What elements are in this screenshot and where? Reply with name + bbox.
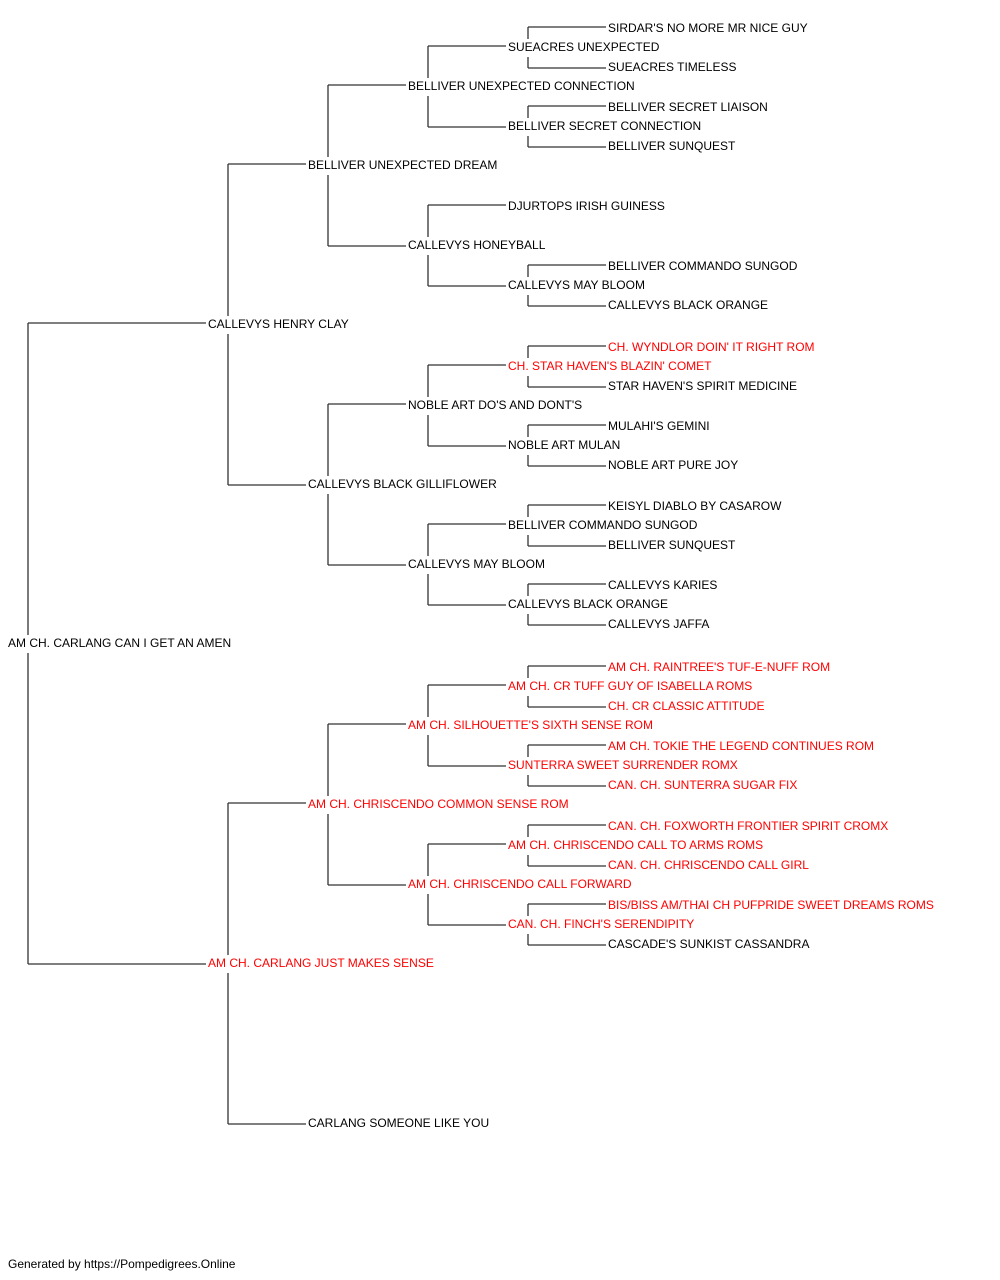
footer-credit: Generated by https://Pompedigrees.Online xyxy=(8,1257,236,1271)
dog-name: CH. CR CLASSIC ATTITUDE xyxy=(608,699,764,713)
dog-name: KEISYL DIABLO BY CASAROW xyxy=(608,499,782,513)
dog-name: CALLEVYS BLACK ORANGE xyxy=(608,298,768,312)
dog-name: AM CH. TOKIE THE LEGEND CONTINUES ROM xyxy=(608,739,874,753)
dog-name: CH. STAR HAVEN'S BLAZIN' COMET xyxy=(508,359,712,373)
dog-name: CAN. CH. SUNTERRA SUGAR FIX xyxy=(608,778,797,792)
dog-name: NOBLE ART MULAN xyxy=(508,438,620,452)
dog-name: AM CH. RAINTREE'S TUF-E-NUFF ROM xyxy=(608,660,830,674)
dog-name: SUEACRES TIMELESS xyxy=(608,60,736,74)
dog-name: CALLEVYS MAY BLOOM xyxy=(508,278,645,292)
dog-name: AM CH. CR TUFF GUY OF ISABELLA ROMS xyxy=(508,679,752,693)
dog-name: CH. WYNDLOR DOIN' IT RIGHT ROM xyxy=(608,340,815,354)
dog-name: BELLIVER SUNQUEST xyxy=(608,538,736,552)
dog-name: CAN. CH. FOXWORTH FRONTIER SPIRIT CROMX xyxy=(608,819,888,833)
dog-name: BELLIVER SUNQUEST xyxy=(608,139,736,153)
dog-name: AM CH. CHRISCENDO CALL FORWARD xyxy=(408,877,632,891)
dog-name: STAR HAVEN'S SPIRIT MEDICINE xyxy=(608,379,797,393)
dog-name: AM CH. CHRISCENDO CALL TO ARMS ROMS xyxy=(508,838,763,852)
dog-name: CALLEVYS JAFFA xyxy=(608,617,709,631)
dog-name: BELLIVER UNEXPECTED CONNECTION xyxy=(408,79,635,93)
dog-name: CALLEVYS BLACK GILLIFLOWER xyxy=(308,477,497,491)
dog-name: BIS/BISS AM/THAI CH PUFPRIDE SWEET DREAM… xyxy=(608,898,934,912)
dog-name: CAN. CH. CHRISCENDO CALL GIRL xyxy=(608,858,809,872)
dog-name: BELLIVER SECRET LIAISON xyxy=(608,100,768,114)
dog-name: BELLIVER COMMANDO SUNGOD xyxy=(608,259,798,273)
dog-name: AM CH. CARLANG CAN I GET AN AMEN xyxy=(8,636,231,650)
dog-name: CASCADE'S SUNKIST CASSANDRA xyxy=(608,937,809,951)
dog-name: CALLEVYS BLACK ORANGE xyxy=(508,597,668,611)
dog-name: CALLEVYS MAY BLOOM xyxy=(408,557,545,571)
dog-name: CARLANG SOMEONE LIKE YOU xyxy=(308,1116,489,1130)
dog-name: NOBLE ART DO'S AND DONT'S xyxy=(408,398,582,412)
dog-name: DJURTOPS IRISH GUINESS xyxy=(508,199,665,213)
dog-name: BELLIVER SECRET CONNECTION xyxy=(508,119,701,133)
dog-name: CALLEVYS HONEYBALL xyxy=(408,238,546,252)
dog-name: CAN. CH. FINCH'S SERENDIPITY xyxy=(508,917,694,931)
dog-name: BELLIVER UNEXPECTED DREAM xyxy=(308,158,497,172)
dog-name: CALLEVYS KARIES xyxy=(608,578,717,592)
dog-name: MULAHI'S GEMINI xyxy=(608,419,710,433)
dog-name: CALLEVYS HENRY CLAY xyxy=(208,317,349,331)
dog-name: AM CH. SILHOUETTE'S SIXTH SENSE ROM xyxy=(408,718,653,732)
dog-name: AM CH. CARLANG JUST MAKES SENSE xyxy=(208,956,434,970)
dog-name: NOBLE ART PURE JOY xyxy=(608,458,738,472)
dog-name: SIRDAR'S NO MORE MR NICE GUY xyxy=(608,21,808,35)
dog-name: SUNTERRA SWEET SURRENDER ROMX xyxy=(508,758,738,772)
dog-name: AM CH. CHRISCENDO COMMON SENSE ROM xyxy=(308,797,569,811)
dog-name: SUEACRES UNEXPECTED xyxy=(508,40,660,54)
dog-name: BELLIVER COMMANDO SUNGOD xyxy=(508,518,698,532)
